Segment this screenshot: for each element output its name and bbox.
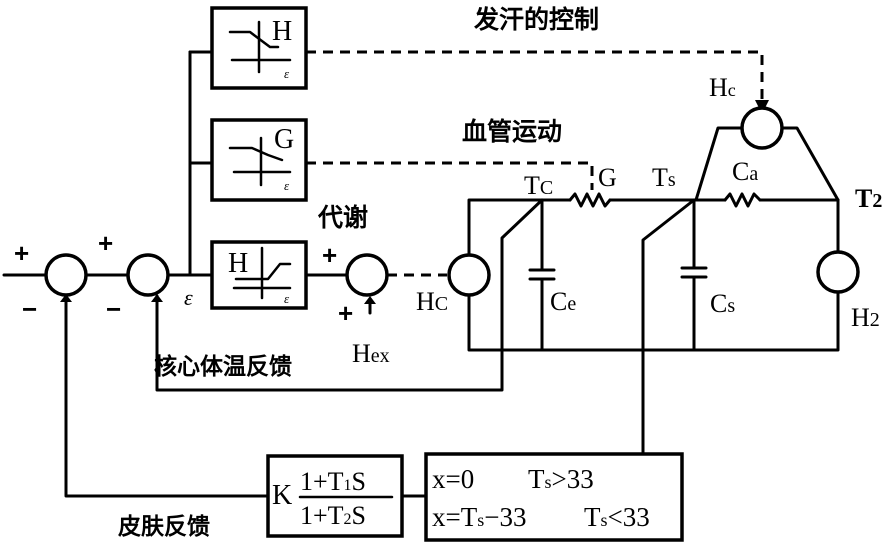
- metabolism-block: H ε: [210, 240, 308, 310]
- threshold-function: x=0 Ts>33 x=Ts−33 Ts<33: [432, 464, 650, 532]
- metab-block-axis-label: ε: [284, 291, 290, 306]
- t2-label: T2: [855, 184, 882, 213]
- vasomotor-block: G ε: [210, 118, 308, 202]
- sweat-block-axis-label: ε: [284, 66, 290, 81]
- cs-label: Cs: [710, 289, 735, 318]
- ca-resistor: [723, 192, 762, 208]
- ca-label: Ca: [732, 157, 758, 186]
- hex-input-arrowhead: [364, 296, 376, 304]
- ground-wire-left: [467, 293, 692, 352]
- vaso-block-letter: G: [274, 124, 294, 155]
- vaso-block-frame: [210, 118, 308, 202]
- ca-branch-right: [780, 126, 840, 202]
- metabolism-label: 代谢: [317, 203, 368, 232]
- transfer-denominator: 1+T2S: [300, 501, 366, 530]
- ground-wire-right: [688, 290, 840, 352]
- epsilon-label: ε: [184, 285, 193, 310]
- threshold-line-2-left: x=Ts−33: [432, 502, 526, 532]
- threshold-line-2-condition: Ts<33: [584, 502, 650, 532]
- metab-block-letter: H: [228, 248, 248, 279]
- sum1-plus-sign: +: [14, 238, 29, 268]
- transfer-function: K 1+T1S 1+T2S: [272, 467, 394, 530]
- hc-top-label: Hc: [709, 73, 736, 102]
- summing-junction-1: [44, 253, 88, 297]
- hex-label: Hex: [352, 339, 390, 368]
- transfer-numerator: 1+T1S: [300, 467, 366, 496]
- vasomotor-label: 血管运动: [462, 117, 562, 146]
- tc-label: TC: [524, 171, 553, 200]
- sweat-heat-source: [740, 106, 784, 150]
- sum3-plus-bottom-sign: +: [338, 298, 353, 328]
- transfer-gain: K: [272, 480, 292, 511]
- summing-junction-2: [126, 253, 170, 297]
- threshold-line-1-left: x=0: [432, 464, 474, 494]
- sweat-block-letter: H: [272, 16, 292, 47]
- core-temperature-sensor-tap: [155, 198, 544, 392]
- summing-junction-3: [345, 253, 389, 297]
- metab-block-frame: [210, 240, 308, 310]
- sum3-plus-top-sign: +: [322, 240, 337, 270]
- vaso-block-curve: [228, 146, 284, 162]
- h2-label: H2: [851, 303, 880, 332]
- core-source-top-wire: [467, 198, 520, 257]
- threshold-block: [424, 452, 684, 542]
- thermal-circuit: [155, 106, 860, 456]
- ce-label: Ce: [550, 287, 576, 316]
- threshold-line-1-condition: Ts>33: [528, 464, 594, 494]
- conductance-g-resistor: [568, 192, 612, 208]
- skin-feedback-line: [64, 294, 270, 498]
- sum2-minus-sign: −: [106, 294, 121, 324]
- core-feedback-arrowhead: [151, 294, 163, 302]
- sweat-control-label: 发汗的控制: [473, 5, 599, 34]
- sum1-minus-sign: −: [22, 294, 37, 324]
- core-feedback-label: 核心体温反馈: [154, 353, 292, 380]
- conductance-g-label: G: [598, 163, 617, 192]
- vaso-block-axis-label: ε: [284, 178, 290, 193]
- metab-block-curve: [234, 262, 292, 281]
- skin-temperature-sensor-tap: [641, 198, 696, 456]
- core-heat-source: [447, 253, 491, 297]
- hc-mid-label: HC: [416, 287, 448, 316]
- sweat-control-block: H ε: [210, 6, 308, 90]
- sweat-block-curve: [228, 30, 280, 49]
- ts-label: Ts: [652, 163, 676, 192]
- skin-feedback-label: 皮肤反馈: [118, 513, 210, 540]
- sum2-plus-sign: +: [98, 228, 113, 258]
- sweat-control-signal: [306, 50, 764, 104]
- ca-branch-left: [694, 126, 744, 202]
- h2-heat-source: [816, 250, 860, 294]
- forward-path: [2, 50, 349, 277]
